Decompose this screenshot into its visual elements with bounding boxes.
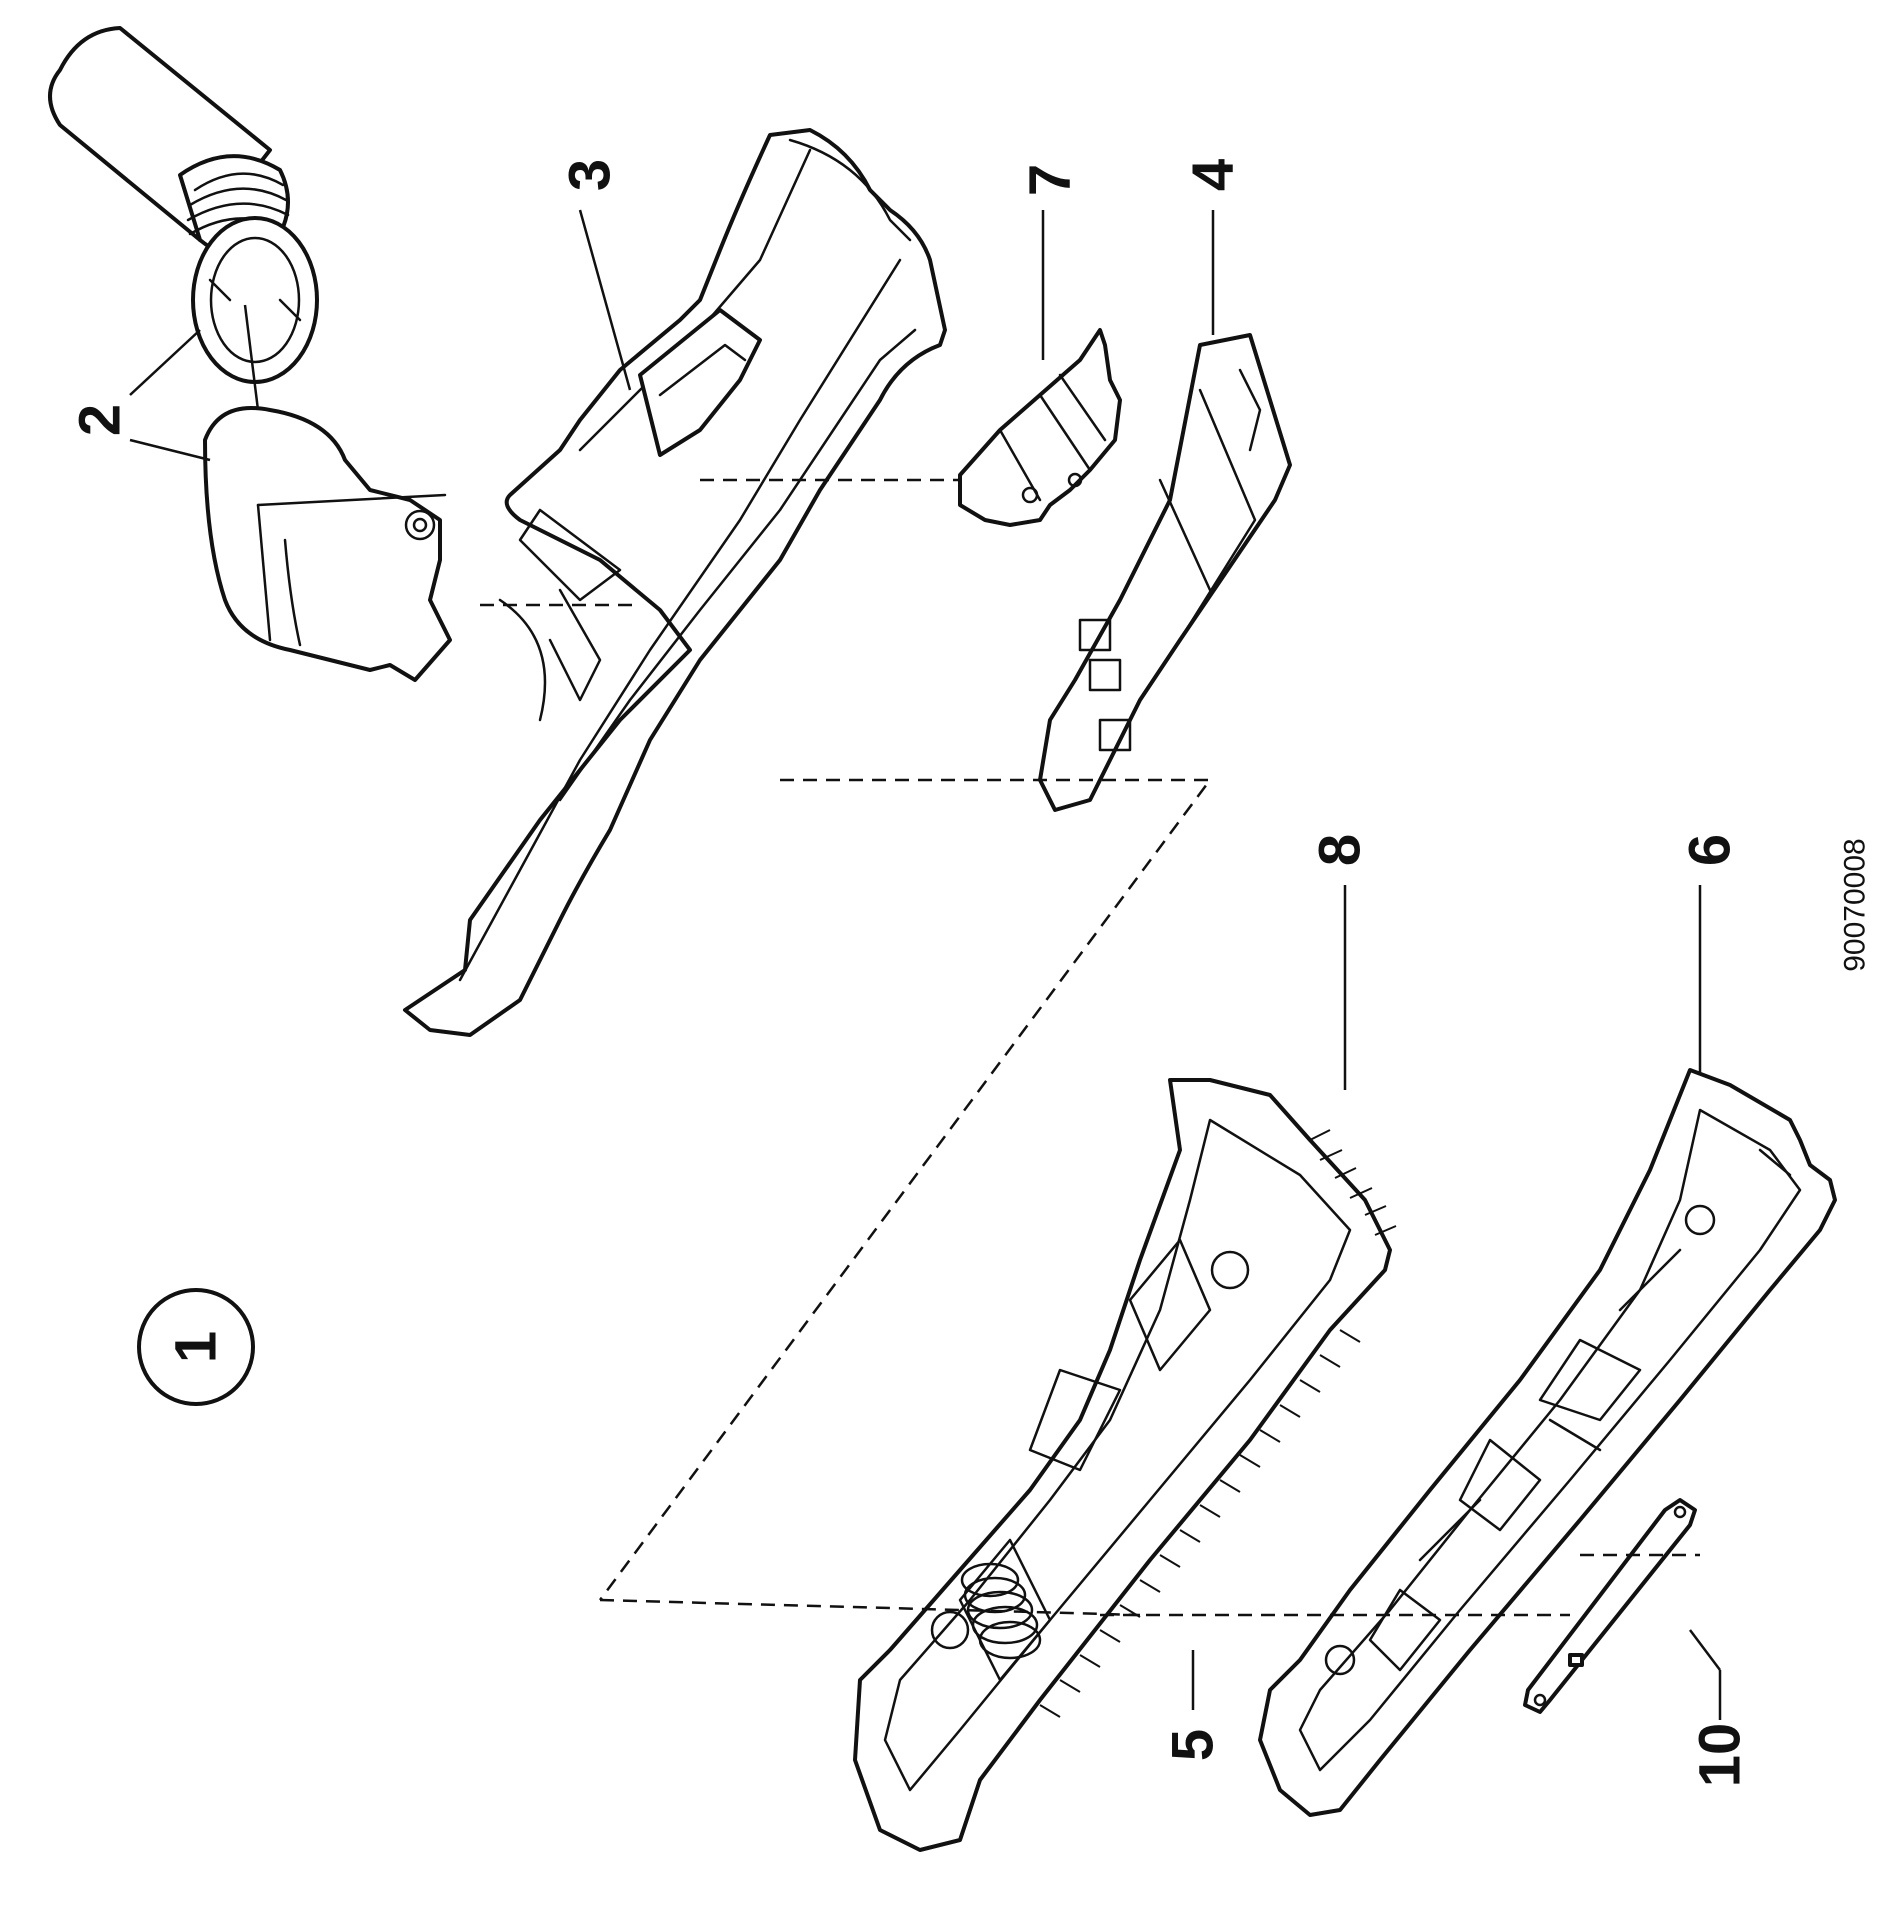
part-5-frame-plate (1038, 333, 1292, 812)
part-6-slider-pedal (958, 328, 1122, 527)
callout-6: 7 (1018, 164, 1083, 360)
callout-5-label: 4 (1181, 159, 1246, 191)
part-10-pin-rod (1523, 1498, 1697, 1714)
callout-2: 2 (68, 304, 260, 462)
callout-3-label: 3 (558, 159, 623, 191)
callout-8-label: 6 (1678, 834, 1743, 866)
callout-3: 3 (558, 159, 632, 391)
callout-7-label: 8 (1308, 834, 1373, 866)
callout-10: 10 (1688, 1629, 1753, 1788)
part-7-brush-plate (853, 1078, 1397, 1852)
part-2-elbow-connector (48, 26, 452, 682)
assembly-guide-lines (480, 478, 1700, 1617)
part-3-nozzle-housing (403, 128, 947, 1037)
callout-6-label: 7 (1018, 164, 1083, 196)
callout-2-label: 2 (68, 404, 133, 436)
part-8-sole-plate (1258, 1068, 1837, 1817)
callout-10-label: 10 (1688, 1723, 1753, 1788)
drawing-code: 90070008 (1839, 838, 1872, 971)
figure-number-badge: 1 (137, 1288, 255, 1406)
figure-number: 1 (164, 1331, 229, 1363)
callout-5: 4 (1181, 159, 1246, 335)
callout-4-label: 5 (1161, 1729, 1226, 1761)
callout-7: 8 (1308, 834, 1373, 1090)
callout-4: 5 (1161, 1650, 1226, 1761)
callout-8: 6 (1678, 834, 1743, 1075)
